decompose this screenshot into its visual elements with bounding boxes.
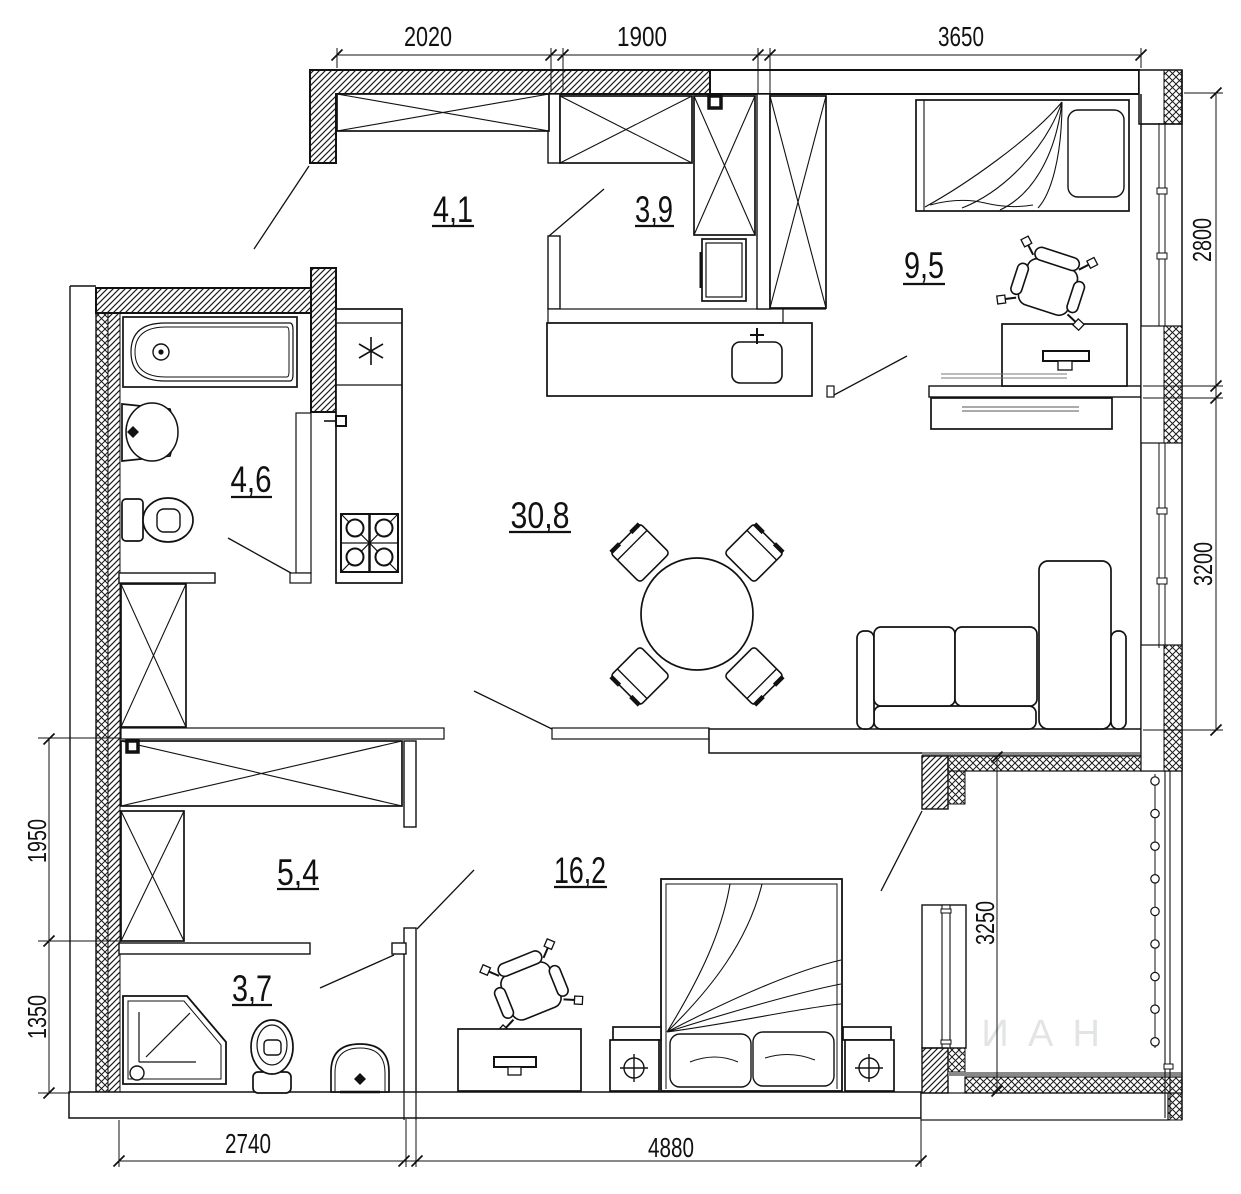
svg-text:1900: 1900	[617, 21, 667, 52]
svg-text:3,9: 3,9	[635, 189, 673, 230]
svg-text:2020: 2020	[404, 21, 452, 52]
svg-text:3250: 3250	[970, 901, 1000, 945]
svg-text:9,5: 9,5	[904, 245, 944, 286]
svg-text:1350: 1350	[22, 995, 52, 1039]
svg-text:4880: 4880	[648, 1132, 694, 1163]
svg-text:2740: 2740	[225, 1128, 271, 1159]
svg-text:4,1: 4,1	[433, 189, 473, 230]
svg-text:5,4: 5,4	[277, 852, 319, 893]
svg-text:3650: 3650	[938, 21, 984, 52]
svg-text:2800: 2800	[1187, 218, 1217, 262]
svg-text:30,8: 30,8	[511, 495, 570, 536]
svg-text:1950: 1950	[22, 819, 52, 863]
svg-text:4,6: 4,6	[231, 459, 272, 500]
svg-text:3,7: 3,7	[232, 968, 272, 1009]
svg-text:16,2: 16,2	[554, 850, 606, 891]
svg-text:3200: 3200	[1188, 542, 1218, 586]
